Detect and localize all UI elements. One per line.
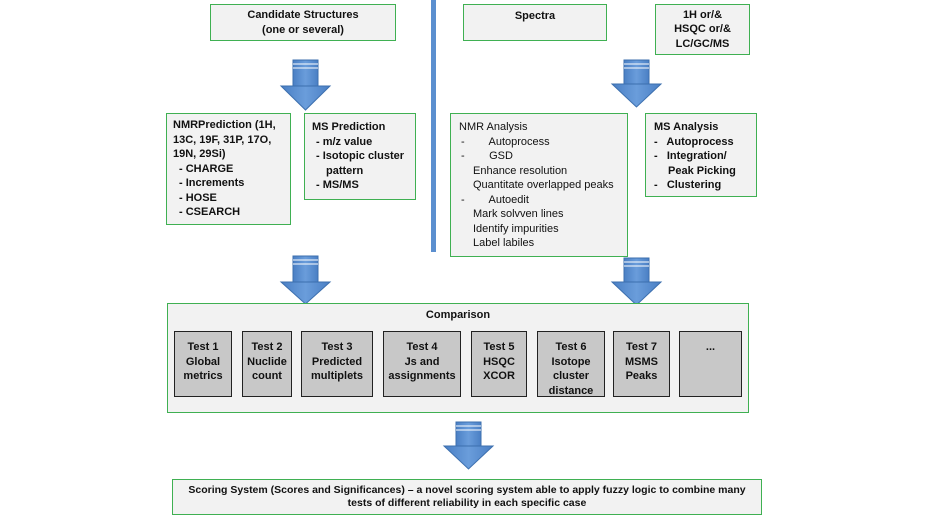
- test-line: Test 7: [626, 341, 657, 353]
- ms-prediction-box: MS Prediction - m/z value - Isotopic clu…: [304, 113, 416, 200]
- nmr-prediction-title-line: 19N, 29Si): [173, 148, 226, 160]
- ms-prediction-items: - m/z value - Isotopic cluster pattern -…: [312, 135, 415, 193]
- vertical-divider: [431, 0, 436, 252]
- nmr-analysis-step: Identify impurities: [473, 222, 559, 235]
- test-line: ...: [705, 341, 716, 353]
- list-item: - m/z value: [316, 135, 373, 148]
- list-item: - Integration/: [654, 150, 727, 162]
- test-box-5: Test 5 HSQC XCOR: [471, 331, 527, 397]
- candidate-subtitle: (one or several): [262, 23, 344, 36]
- list-item: - Increments: [179, 177, 245, 189]
- test-line: metrics: [183, 370, 223, 382]
- scoring-line: Scoring System (Scores and Significances…: [188, 484, 746, 496]
- test-line: HSQC: [483, 355, 515, 368]
- nmr-analysis-step: Quantitate overlapped peaks: [473, 179, 614, 191]
- down-arrow-icon: [442, 421, 495, 470]
- spectra-type-line: LC/GC/MS: [675, 37, 730, 50]
- list-item: - CHARGE: [179, 162, 234, 175]
- test-box-1: Test 1 Global metrics: [174, 331, 232, 397]
- scoring-system-box: Scoring System (Scores and Significances…: [172, 479, 762, 515]
- test-line: Nuclide: [247, 355, 287, 368]
- scoring-line: tests of different reliability in each s…: [347, 497, 587, 509]
- list-item: - HOSE: [179, 191, 217, 204]
- nmr-prediction-title-line: NMRPrediction (1H,: [173, 119, 276, 131]
- test-line: Test 5: [483, 341, 515, 353]
- test-line: Test 1: [187, 341, 219, 353]
- nmr-prediction-title-line: 13C, 19F, 31P, 17O,: [173, 133, 272, 146]
- nmr-analysis-step: - Autoedit: [461, 193, 529, 206]
- nmr-analysis-title: NMR Analysis: [459, 121, 528, 133]
- test-line: cluster: [552, 370, 590, 382]
- down-arrow-icon: [610, 59, 663, 108]
- nmr-analysis-step: Mark solvven lines: [473, 208, 564, 220]
- spectra-types-box: 1H or/& HSQC or/& LC/GC/MS: [655, 4, 750, 55]
- spectra-type-line: 1H or/&: [682, 8, 723, 21]
- list-item: - MS/MS: [316, 179, 359, 191]
- test-line: Test 2: [251, 341, 283, 353]
- ms-analysis-title: MS Analysis: [654, 121, 719, 133]
- test-box-4: Test 4 Js and assignments: [383, 331, 461, 397]
- list-item: - Clustering: [654, 179, 722, 191]
- candidate-structures-box: Candidate Structures (one or several): [210, 4, 396, 41]
- test-box-6: Test 6 Isotope cluster distance: [537, 331, 605, 397]
- nmr-prediction-methods: - CHARGE - Increments - HOSE - CSEARCH: [173, 162, 290, 220]
- down-arrow-icon: [279, 59, 332, 111]
- down-arrow-icon: [610, 257, 663, 306]
- ms-prediction-title: MS Prediction: [312, 121, 386, 133]
- test-line: count: [252, 370, 282, 382]
- ms-analysis-box: MS Analysis - Autoprocess - Integration/…: [645, 113, 757, 197]
- test-box-2: Test 2 Nuclide count: [242, 331, 292, 397]
- comparison-title: Comparison: [425, 309, 491, 321]
- nmr-analysis-step: - GSD: [461, 150, 513, 162]
- test-line: distance: [548, 384, 594, 397]
- test-box-7: Test 7 MSMS Peaks: [613, 331, 670, 397]
- nmr-analysis-step: - Autoprocess: [461, 135, 550, 148]
- spectra-type-line: HSQC or/&: [674, 23, 731, 36]
- spectra-box: Spectra: [463, 4, 607, 41]
- test-line: Test 4: [406, 341, 438, 353]
- list-item: pattern: [326, 164, 364, 177]
- spectra-title: Spectra: [514, 10, 556, 22]
- test-line: Js and: [404, 355, 440, 368]
- test-line: XCOR: [483, 370, 515, 382]
- test-line: Predicted: [311, 355, 363, 368]
- test-line: Peaks: [625, 370, 658, 382]
- down-arrow-icon: [279, 255, 332, 305]
- test-line: Global: [185, 355, 221, 368]
- test-line: multiplets: [311, 370, 363, 382]
- test-line: Isotope: [551, 355, 591, 368]
- test-line: MSMS: [625, 355, 658, 368]
- test-box-3: Test 3 Predicted multiplets: [301, 331, 373, 397]
- nmr-analysis-box: NMR Analysis - Autoprocess - GSD Enhance…: [450, 113, 628, 257]
- nmr-analysis-step: Enhance resolution: [473, 164, 568, 177]
- nmr-prediction-box: NMRPrediction (1H, 13C, 19F, 31P, 17O, 1…: [166, 113, 291, 225]
- list-item: - Isotopic cluster: [316, 150, 405, 162]
- test-line: Test 6: [555, 341, 587, 353]
- list-item: - Autoprocess: [654, 135, 734, 148]
- test-line: assignments: [388, 370, 456, 382]
- test-box-more: ...: [679, 331, 742, 397]
- candidate-title: Candidate Structures: [247, 9, 359, 21]
- nmr-analysis-step: Label labiles: [473, 237, 535, 249]
- list-item: Peak Picking: [668, 164, 736, 177]
- ms-analysis-items: - Autoprocess - Integration/ Peak Pickin…: [654, 135, 756, 193]
- list-item: - CSEARCH: [179, 206, 241, 218]
- test-line: Test 3: [321, 341, 353, 353]
